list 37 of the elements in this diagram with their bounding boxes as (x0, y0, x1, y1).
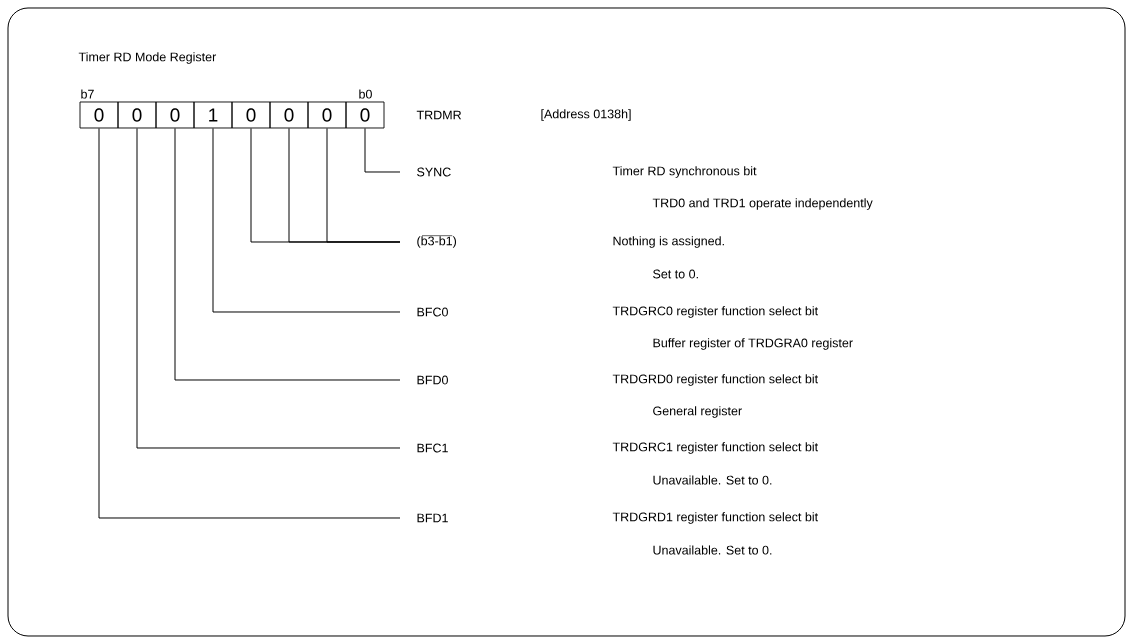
leader-line (250, 127, 401, 243)
leader-line (174, 127, 401, 381)
leader-line (212, 127, 401, 313)
field-name: BFC0 (417, 307, 448, 317)
bit-cell: 0 (269, 101, 309, 129)
bit-cell: 1 (193, 101, 233, 129)
field-description: TRDGRD1 register function select bit (612, 512, 818, 524)
field-description: Timer RD synchronous bit (612, 166, 757, 178)
setting-text: Set to 0. (653, 269, 698, 279)
leader-line (364, 127, 401, 173)
diagram-title: Timer RD Mode Register (78, 52, 217, 64)
setting-text: TRD0 and TRD1 operate independently (652, 198, 873, 210)
field-name: BFD1 (417, 513, 448, 523)
field-name: BFD0 (417, 375, 448, 385)
bit-number: b0 (359, 89, 372, 99)
field-name: SYNC (417, 167, 451, 177)
bit-number: b7 (81, 89, 94, 99)
field-description: TRDGRC0 register function select bit (612, 306, 818, 318)
leader-line (98, 127, 401, 519)
setting-text: Unavailable. Set to 0. (653, 545, 772, 555)
field-description: TRDGRD0 register function select bit (612, 374, 818, 386)
bit-cell: 0 (231, 101, 271, 129)
leader-line (136, 127, 401, 449)
field-name: (b3-b1) (417, 236, 456, 248)
bit-cell: 0 (307, 101, 347, 129)
setting-text: General register (653, 406, 742, 418)
bit-cell: 0 (155, 101, 195, 129)
field-description: Nothing is assigned. (613, 236, 724, 248)
bit-cell: 0 (117, 101, 157, 129)
setting-text: Unavailable. Set to 0. (653, 475, 772, 485)
field-name: BFC1 (417, 443, 448, 453)
field-description: TRDGRC1 register function select bit (612, 442, 818, 454)
bit-cell: 0 (345, 101, 385, 129)
register-address: [Address 0138h] (541, 109, 631, 121)
register-symbol: TRDMR (416, 110, 462, 120)
setting-text: Buffer register of TRDGRA0 register (653, 338, 853, 350)
bit-cell: 0 (79, 101, 119, 129)
